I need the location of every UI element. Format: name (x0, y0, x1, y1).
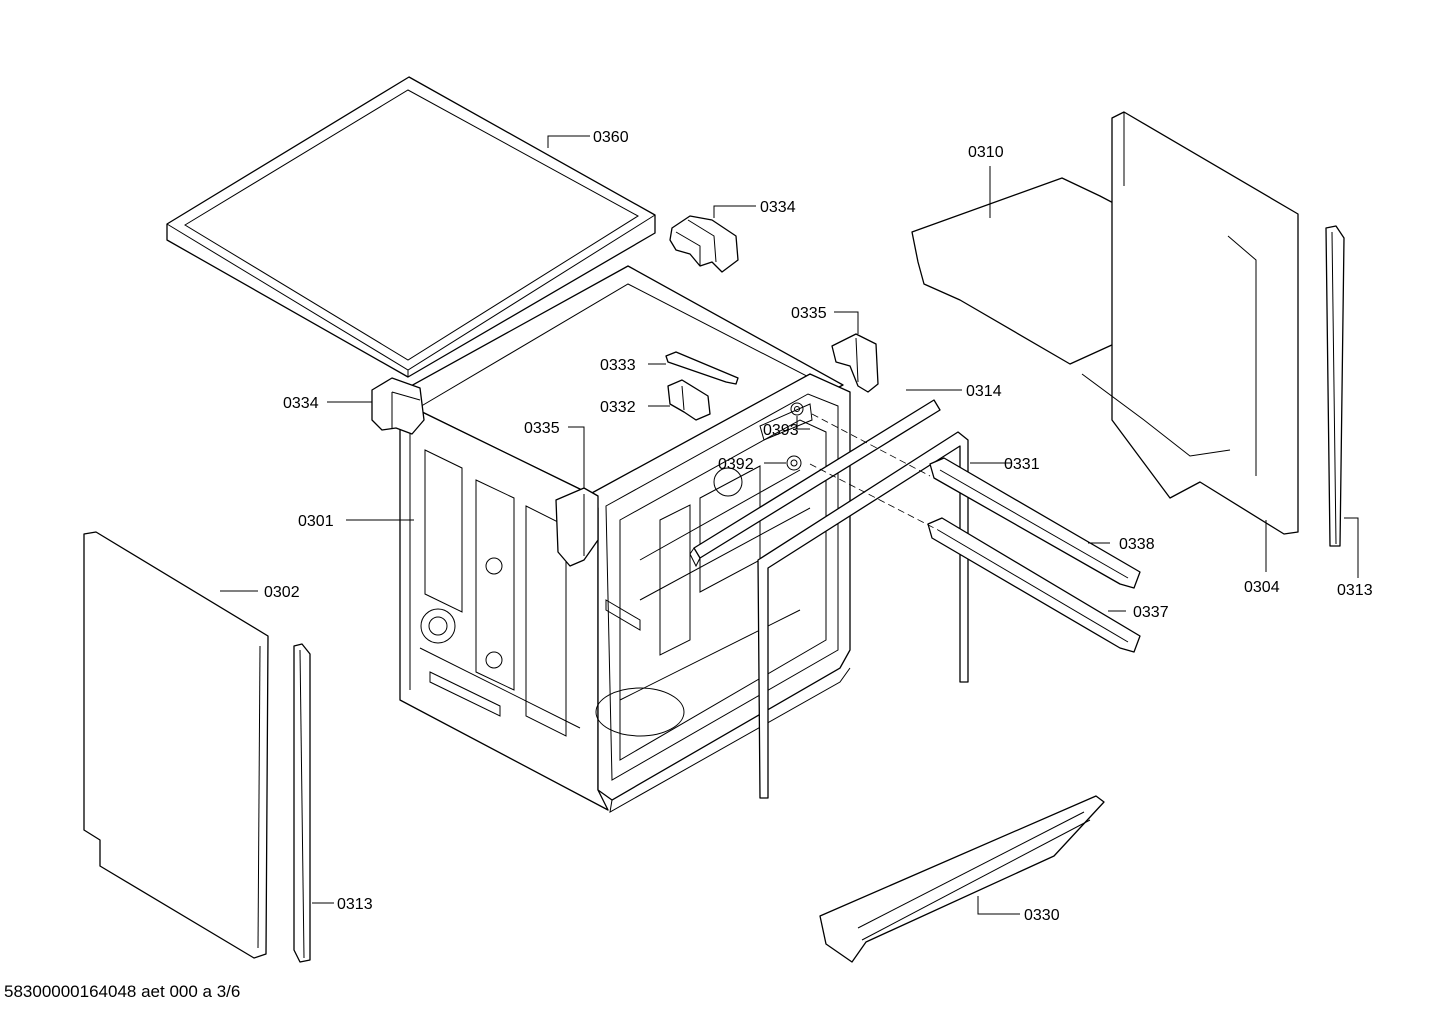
part-0331-door-seal-frame[interactable] (757, 431, 969, 799)
part-0393-fitting[interactable] (790, 402, 804, 416)
assembly-guide-line (809, 463, 939, 531)
part-0304-side-panel-right[interactable] (1081, 111, 1299, 535)
part-0330-base-trough[interactable] (819, 795, 1105, 963)
callout-0304: 0304 (1244, 579, 1280, 596)
document-reference-number: 58300000164048 aet 000 a 3/6 (4, 982, 241, 1001)
part-0313-strip-right[interactable] (1325, 225, 1345, 547)
callout-0392: 0392 (718, 456, 754, 473)
callout-0335-right: 0335 (791, 305, 827, 322)
callout-0333: 0333 (600, 357, 636, 374)
callout-0314: 0314 (966, 383, 1002, 400)
callout-0393: 0393 (763, 422, 799, 439)
callout-0334-lower: 0334 (283, 395, 319, 412)
part-0338-rail[interactable] (929, 457, 1141, 589)
part-0332-latch[interactable] (667, 379, 711, 421)
callout-labels: 0360 0334 0334 0335 0335 0333 0332 0301 … (264, 129, 1373, 924)
part-0360-top-cover[interactable] (166, 76, 656, 378)
part-0314-bar[interactable] (689, 399, 941, 568)
callout-0313-right: 0313 (1337, 582, 1373, 599)
callout-0338: 0338 (1119, 536, 1155, 553)
part-0333-rail-clip[interactable] (665, 351, 739, 385)
callout-0360: 0360 (593, 129, 629, 146)
part-0337-rail[interactable] (927, 517, 1141, 653)
part-0334-hinge-bracket-lower[interactable] (371, 377, 425, 435)
callout-0313-left: 0313 (337, 896, 373, 913)
callout-0332: 0332 (600, 399, 636, 416)
callout-0331: 0331 (1004, 456, 1040, 473)
callout-0301: 0301 (298, 513, 334, 530)
part-0335-bracket-left[interactable] (555, 487, 599, 567)
part-0392-fitting[interactable] (759, 403, 813, 471)
callout-0334-upper: 0334 (760, 199, 796, 216)
leader-lines (220, 135, 1359, 915)
part-0335-bracket-right[interactable] (831, 333, 879, 393)
callout-0330: 0330 (1024, 907, 1060, 924)
callout-0337: 0337 (1133, 604, 1169, 621)
callout-0310: 0310 (968, 144, 1004, 161)
callout-0302: 0302 (264, 584, 300, 601)
part-0301-tub-body[interactable] (399, 265, 851, 813)
part-0302-side-panel-left[interactable] (83, 531, 269, 959)
callout-0335-left: 0335 (524, 420, 560, 437)
part-0313-strip-left[interactable] (293, 643, 311, 963)
part-0334-hinge-bracket-upper[interactable] (669, 215, 739, 273)
assembly-guide-line (811, 413, 931, 477)
